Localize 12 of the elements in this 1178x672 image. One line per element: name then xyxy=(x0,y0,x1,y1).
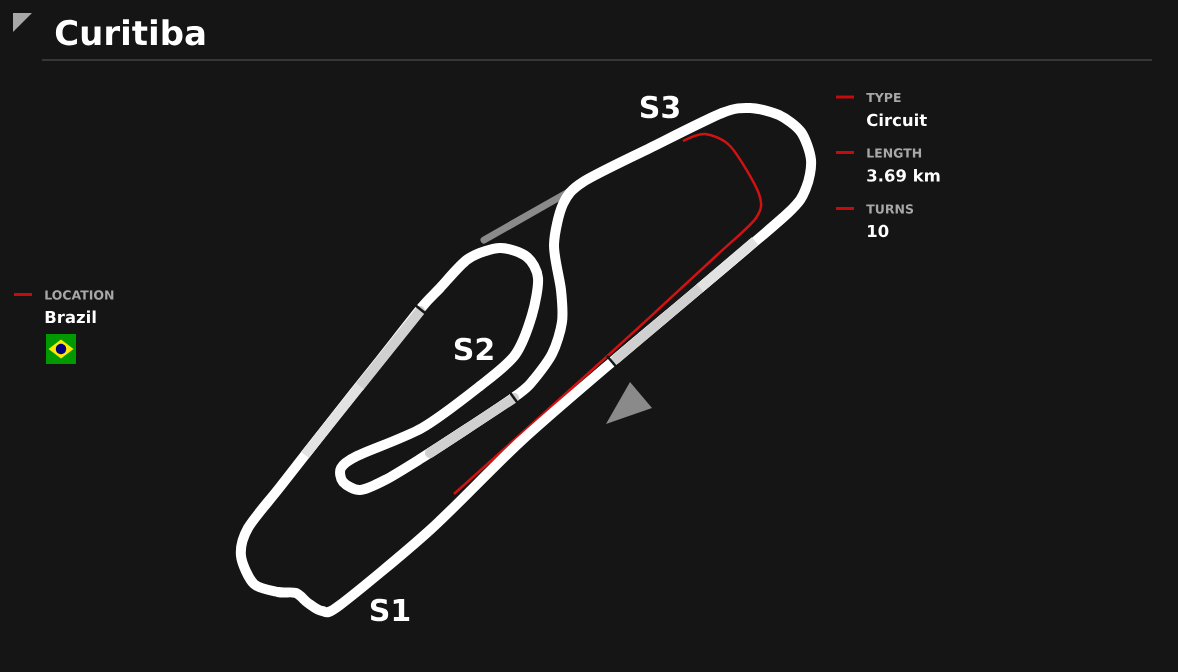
sector-label: S2 xyxy=(454,337,493,361)
field-value: Brazil xyxy=(45,310,96,324)
field-label: TURNS xyxy=(866,204,914,214)
field-label: LOCATION xyxy=(45,290,114,300)
field-label: LENGTH xyxy=(867,148,922,158)
field-value: 10 xyxy=(868,224,889,238)
field-value: 3.69 km xyxy=(867,168,940,182)
title: Curitiba xyxy=(55,19,205,46)
field-value: Circuit xyxy=(867,113,927,127)
sector-label: S1 xyxy=(370,598,410,622)
sector-label: S3 xyxy=(640,95,679,119)
field-label: TYPE xyxy=(866,92,901,102)
